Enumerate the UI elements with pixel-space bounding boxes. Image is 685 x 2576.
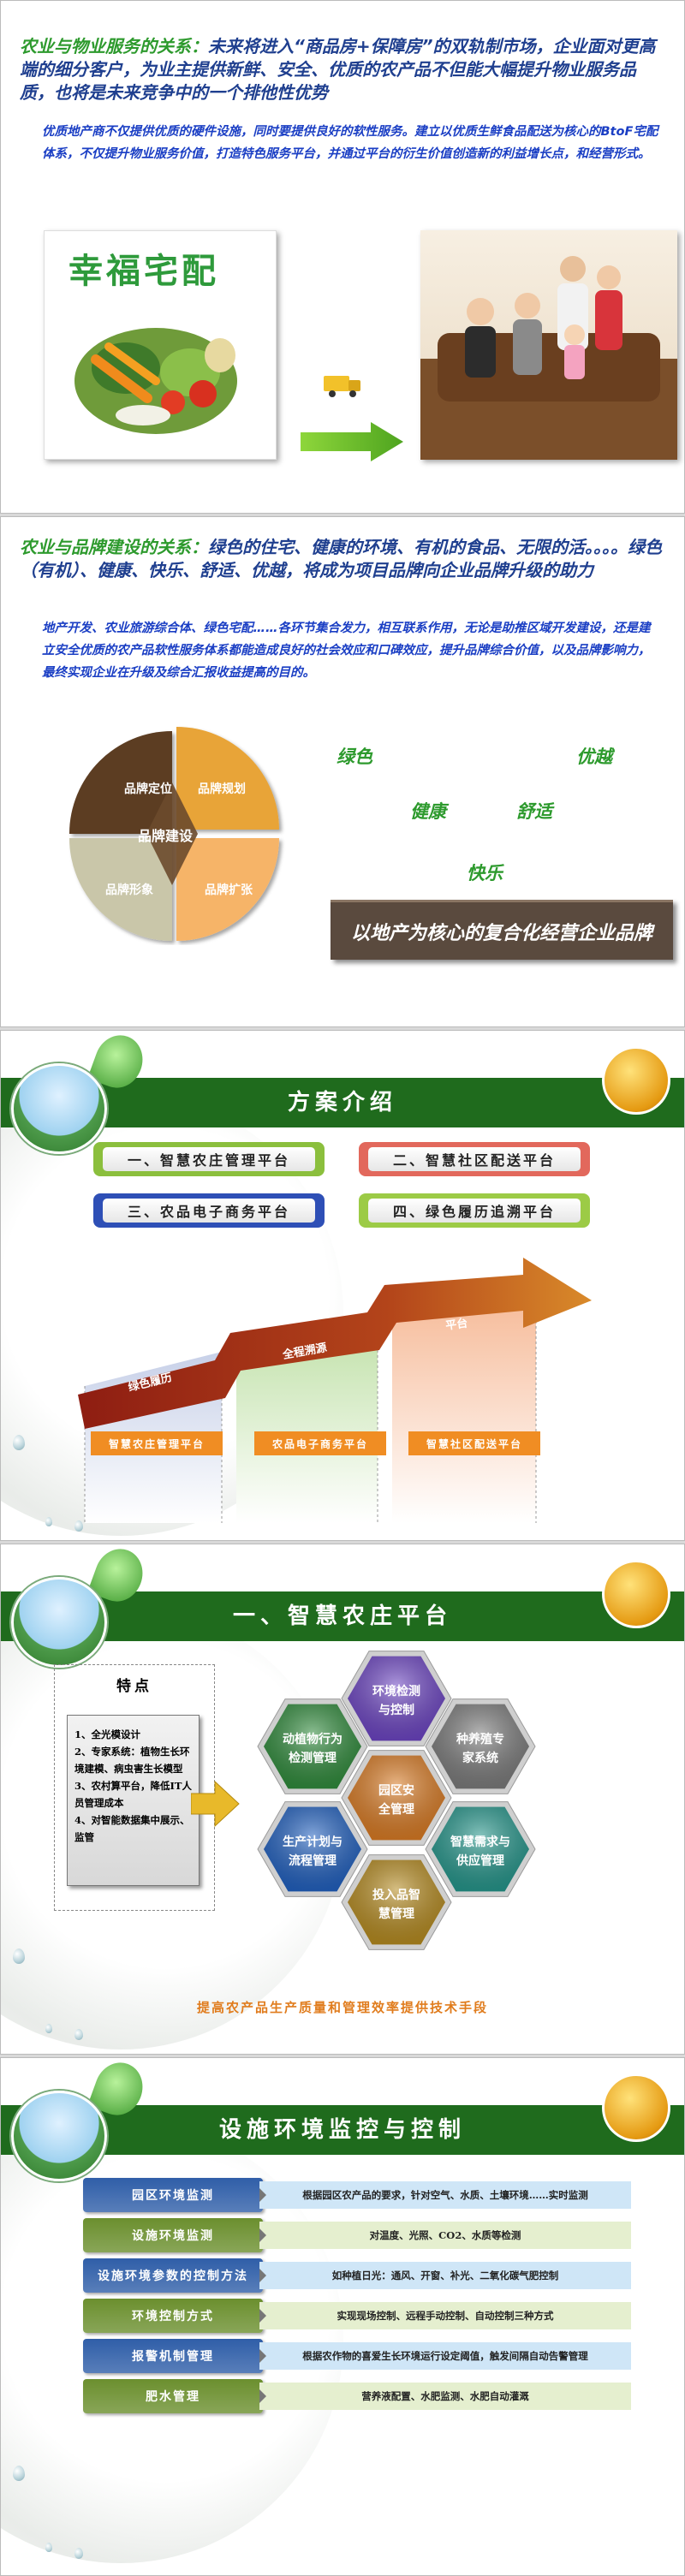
hex-caption: 提高农产品生产质量和管理效率提供技术手段 xyxy=(1,1998,684,2016)
pie-label-expansion: 品牌扩张 xyxy=(205,883,253,897)
keyword-comfort: 舒适 xyxy=(516,798,552,824)
growth-arrow-diagram: 绿色履历 全程溯源 平台 xyxy=(78,1240,609,1532)
row-alarm-value: 根据农作物的喜爱生长环境运行设定阈值，触发间隔自动告警管理 xyxy=(259,2342,631,2370)
cow-pasture-icon xyxy=(11,2091,107,2181)
row-alarm: 报警机制管理根据农作物的喜爱生长环境运行设定阈值，触发间隔自动告警管理 xyxy=(83,2339,631,2373)
cow-pasture-icon xyxy=(11,1063,107,1154)
feature-item: 2、专家系统：植物生长环境建模、病虫害生长模型 xyxy=(74,1743,194,1777)
water-drop-icon xyxy=(45,1517,52,1526)
plan-pill-ecommerce: 三、农品电子商务平台 xyxy=(93,1193,325,1228)
plan-pill-trace-label: 四、绿色履历追溯平台 xyxy=(368,1199,581,1223)
water-drop-icon xyxy=(45,2024,52,2033)
pie-center-label: 品牌建设 xyxy=(138,828,194,844)
row-alarm-label: 报警机制管理 xyxy=(83,2339,263,2373)
hex-production-label: 生产计划与 xyxy=(283,1835,342,1849)
row-control-mode-label: 环境控制方式 xyxy=(83,2299,263,2333)
slide2-lead-highlight: 农业与品牌建设的关系： xyxy=(20,537,208,557)
row-facility-monitor-value: 对温度、光照、CO2、水质等检测 xyxy=(259,2222,631,2249)
wheat-icon xyxy=(602,2073,670,2142)
bottom-label-community: 智慧社区配送平台 xyxy=(408,1431,540,1455)
bottom-label-farm: 智慧农庄管理平台 xyxy=(91,1431,223,1455)
hex-inputs-label: 投入品智 xyxy=(372,1888,420,1902)
cow-pasture-icon xyxy=(11,1577,107,1668)
green-arrow-icon xyxy=(301,422,403,461)
keyword-green: 绿色 xyxy=(337,743,372,769)
water-drop-icon xyxy=(13,1435,25,1450)
slide1-lead: 农业与物业服务的关系：未来将进入“商品房+保障房”的双轨制市场，企业面对更高端的… xyxy=(20,35,665,104)
feature-item: 1、全光模设计 xyxy=(74,1726,194,1743)
family-icon xyxy=(420,230,677,460)
pie-label-image: 品牌形象 xyxy=(105,883,153,897)
row-control-method-label: 设施环境参数的控制方法 xyxy=(83,2258,263,2293)
slide-smart-farm: 一、智慧农庄平台 特点 1、全光模设计 2、专家系统：植物生长环境建模、病虫害生… xyxy=(0,1544,685,2055)
row-park-monitor: 园区环境监测根据园区农产品的要求，针对空气、水质、土壤环境……实时监测 xyxy=(83,2178,631,2212)
plan-pill-trace: 四、绿色履历追溯平台 xyxy=(359,1193,590,1228)
hex-demand-label: 供应管理 xyxy=(456,1853,504,1868)
feature-item: 4、对智能数据集中展示、监管 xyxy=(74,1812,194,1846)
hex-safety-label: 园区安 xyxy=(378,1783,414,1798)
row-control-mode: 环境控制方式实现现场控制、远程手动控制、自动控制三种方式 xyxy=(83,2299,631,2333)
water-drop-icon xyxy=(45,2543,52,2552)
pie-label-planning: 品牌规划 xyxy=(198,782,246,796)
slide2-body: 地产开发、农业旅游综合体、绿色宅配……各环节集合发力，相互联系作用，无论是助推区… xyxy=(42,617,658,684)
feature-title: 特点 xyxy=(55,1674,214,1695)
hex-environment-label: 环境检测 xyxy=(372,1684,420,1698)
hex-safety-label: 全管理 xyxy=(378,1802,414,1817)
row-control-method: 设施环境参数的控制方法如种植日光：通风、开窗、补光、二氧化碳气肥控制 xyxy=(83,2258,631,2293)
row-fertilizer-value: 营养液配置、水肥监测、水肥自动灌溉 xyxy=(259,2383,631,2410)
bottom-label-ecommerce: 农品电子商务平台 xyxy=(254,1431,386,1455)
row-control-method-value: 如种植日光：通风、开窗、补光、二氧化碳气肥控制 xyxy=(259,2262,631,2289)
row-facility-monitor: 设施环境监测对温度、光照、CO2、水质等检测 xyxy=(83,2218,631,2252)
pie-quadrant-planning xyxy=(176,727,279,830)
plan-pill-farm: 一、智慧农庄管理平台 xyxy=(93,1142,325,1176)
plan-pill-ecommerce-label: 三、农品电子商务平台 xyxy=(103,1199,315,1223)
row-fertilizer: 肥水管理营养液配置、水肥监测、水肥自动灌溉 xyxy=(83,2379,631,2413)
hex-demand-label: 智慧需求与 xyxy=(450,1835,510,1849)
slide-agri-brand: 农业与品牌建设的关系：绿色的住宅、健康的环境、有机的食品、无限的活。。。。绿色（… xyxy=(0,516,685,1027)
brand-banner: 以地产为核心的复合化经营企业品牌 xyxy=(331,900,673,960)
slide1-body: 优质地产商不仅提供优质的硬件设施，同时要提供良好的软性服务。建立以优质生鲜食品配… xyxy=(42,121,658,165)
water-drop-icon xyxy=(13,2466,25,2481)
keyword-health: 健康 xyxy=(410,798,446,824)
hex-behavior-label: 动植物行为 xyxy=(283,1732,342,1746)
wheat-icon xyxy=(602,1560,670,1628)
water-drop-icon xyxy=(74,2548,83,2559)
keyword-superior: 优越 xyxy=(576,743,612,769)
water-drop-icon xyxy=(74,1520,83,1532)
hex-environment-label: 与控制 xyxy=(378,1703,414,1717)
slide-plan-intro: 方案介绍 一、智慧农庄管理平台 二、智慧社区配送平台 三、农品电子商务平台 四、… xyxy=(0,1030,685,1541)
vegetable-photo: 幸福宅配 xyxy=(44,230,277,460)
truck-icon xyxy=(322,371,363,398)
row-park-monitor-value: 根据园区农产品的要求，针对空气、水质、土壤环境……实时监测 xyxy=(259,2181,631,2209)
row-facility-monitor-label: 设施环境监测 xyxy=(83,2218,263,2252)
plan-pill-community: 二、智慧社区配送平台 xyxy=(359,1142,590,1176)
slide-environment-control: 设施环境监控与控制 园区环境监测根据园区农产品的要求，针对空气、水质、土壤环境…… xyxy=(0,2057,685,2576)
keyword-happy: 快乐 xyxy=(467,860,503,885)
hex-expert-label: 种养殖专 xyxy=(456,1732,504,1746)
feature-list: 1、全光模设计 2、专家系统：植物生长环境建模、病虫害生长模型 3、农村算平台，… xyxy=(67,1715,200,1886)
pie-label-positioning: 品牌定位 xyxy=(124,782,172,796)
brand-pie: 品牌定位 品牌规划 品牌形象 品牌扩张 品牌建设 xyxy=(52,723,309,945)
slide1-lead-highlight: 农业与物业服务的关系： xyxy=(20,36,208,57)
row-park-monitor-label: 园区环境监测 xyxy=(83,2178,263,2212)
water-drop-icon xyxy=(13,1948,25,1964)
hex-behavior-label: 检测管理 xyxy=(289,1751,337,1765)
family-photo xyxy=(420,230,677,460)
hex-expert-label: 家系统 xyxy=(462,1751,498,1765)
plan-pill-community-label: 二、智慧社区配送平台 xyxy=(368,1147,581,1171)
hex-inputs-label: 慧管理 xyxy=(378,1907,414,1921)
water-drop-icon xyxy=(74,2029,83,2040)
row-control-mode-value: 实现现场控制、远程手动控制、自动控制三种方式 xyxy=(259,2302,631,2329)
row-fertilizer-label: 肥水管理 xyxy=(83,2379,263,2413)
slide-agri-property: 农业与物业服务的关系：未来将进入“商品房+保障房”的双轨制市场，企业面对更高端的… xyxy=(0,0,685,514)
hex-production-label: 流程管理 xyxy=(289,1853,337,1868)
feature-item: 3、农村算平台，降低IT人员管理成本 xyxy=(74,1777,194,1812)
plan-pill-farm-label: 一、智慧农庄管理平台 xyxy=(103,1147,315,1171)
vegetable-basket-icon xyxy=(45,231,277,461)
slide2-lead: 农业与品牌建设的关系：绿色的住宅、健康的环境、有机的食品、无限的活。。。。绿色（… xyxy=(20,536,665,582)
wheat-icon xyxy=(602,1046,670,1115)
